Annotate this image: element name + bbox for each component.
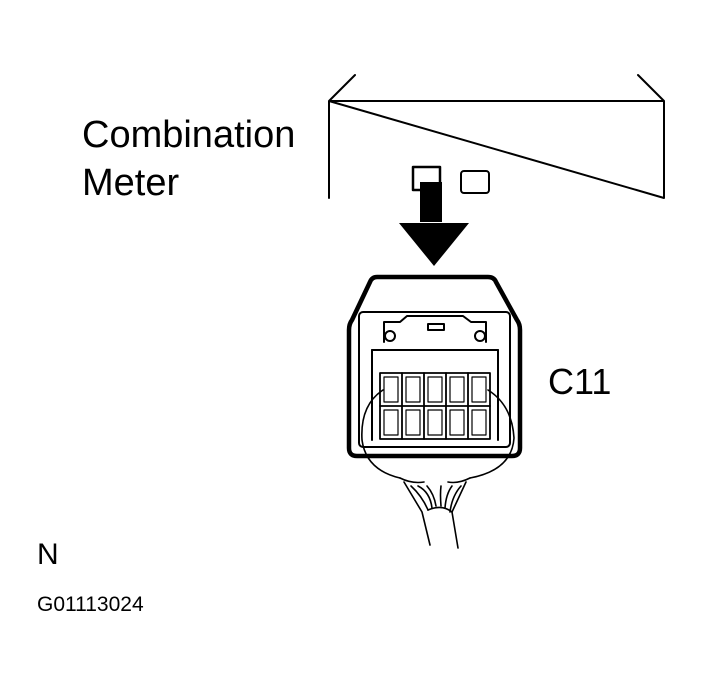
connector-pin-grid bbox=[379, 372, 491, 440]
component-name-line-2: Meter bbox=[82, 162, 180, 204]
component-name-line-1: Combination bbox=[82, 114, 296, 156]
combination-meter-housing bbox=[328, 74, 665, 199]
meter-socket-secondary bbox=[460, 170, 490, 194]
view-indicator: N bbox=[37, 538, 59, 571]
figure-code: G01113024 bbox=[37, 593, 144, 616]
connector-c11 bbox=[346, 274, 523, 459]
connector-label: C11 bbox=[548, 361, 612, 402]
down-arrow-icon bbox=[399, 182, 469, 266]
wire-harness bbox=[361, 389, 515, 549]
